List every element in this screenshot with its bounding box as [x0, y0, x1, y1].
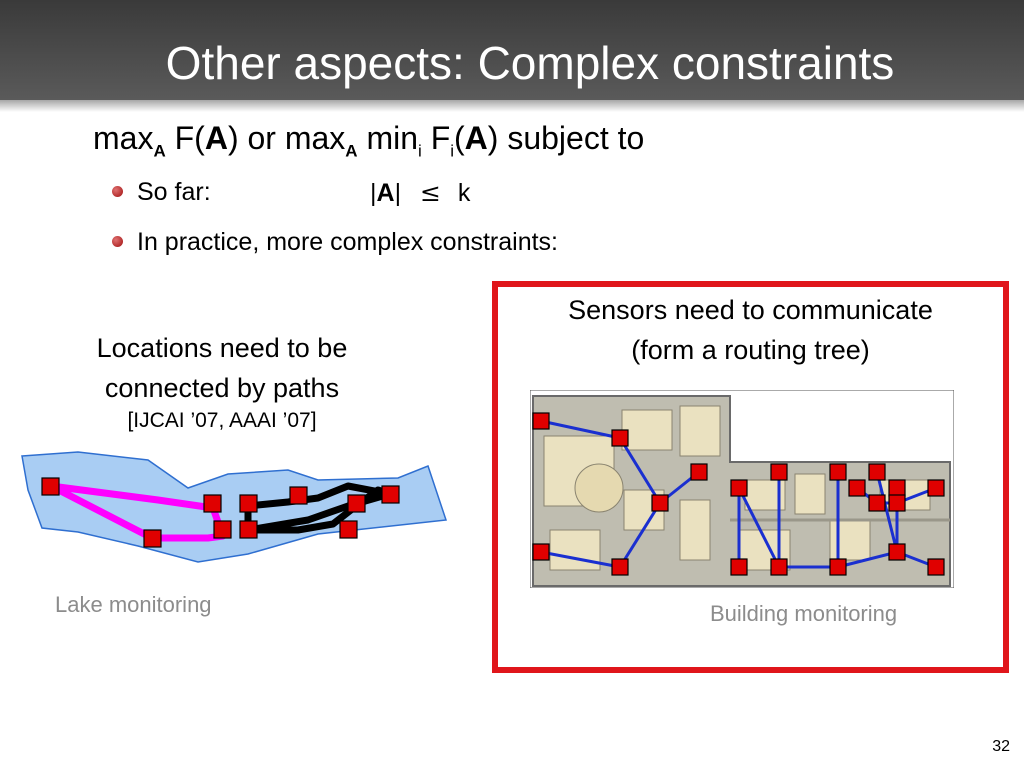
building-sensor: [730, 479, 748, 497]
building-sensor: [651, 494, 669, 512]
slide-title: Other aspects: Complex constraints: [165, 37, 895, 89]
building-sensor: [611, 429, 629, 447]
objective-formula: maxA F(A) or maxA mini Fi(A) subject to: [93, 120, 644, 161]
building-sensor: [927, 479, 945, 497]
budget-k: k: [457, 179, 471, 207]
lake-sensor: [143, 529, 162, 548]
cardinality-constraint: |A| ≤ k: [370, 178, 470, 208]
building-sensor: [532, 412, 550, 430]
building-floorplan: [530, 390, 954, 588]
bullet-in-practice-label: In practice, more complex constraints:: [137, 228, 558, 256]
set-a: A: [376, 179, 395, 207]
lake-caption-line2: connected by paths: [104, 373, 340, 403]
building-sensors: [532, 412, 945, 576]
building-sensor: [829, 558, 847, 576]
bullet-dot-icon: [112, 185, 123, 197]
building-sensor: [888, 543, 906, 561]
building-sensor: [532, 543, 550, 561]
black-path-3: [247, 482, 391, 510]
building-caption-line1: Sensors need to communicate: [568, 295, 933, 325]
lake-sensor: [347, 494, 366, 513]
lake-caption: Locations need to be connected by paths …: [52, 328, 392, 434]
lake-sensor: [239, 494, 258, 513]
formula-sub-a: A: [153, 141, 166, 161]
formula-set-a2: A: [464, 120, 488, 156]
abs-close: |: [394, 179, 402, 207]
formula-f2: F: [421, 120, 451, 156]
formula-max: max: [93, 120, 154, 156]
building-sensor: [848, 479, 866, 497]
lake-sensor: [339, 520, 358, 539]
building-sensor: [888, 494, 906, 512]
lake-caption-line1: Locations need to be: [96, 333, 348, 363]
bullet-in-practice: In practice, more complex constraints:: [112, 228, 558, 257]
page-number: 32: [992, 738, 1010, 755]
lake-label: Lake monitoring: [55, 592, 212, 617]
formula-sub-i: i: [418, 141, 422, 161]
le-symbol: ≤: [420, 178, 441, 207]
building-sensor: [690, 463, 708, 481]
formula-set-a: A: [204, 120, 228, 156]
building-sensor: [868, 494, 886, 512]
bullet-so-far-label: So far:: [137, 178, 211, 206]
building-sensor: [770, 463, 788, 481]
building-label: Building monitoring: [710, 601, 898, 626]
building-sensor: [868, 463, 886, 481]
floorplan-round-table: [574, 463, 624, 513]
black-path-2: [247, 490, 391, 534]
formula-or-max: ) or max: [227, 120, 346, 156]
formula-sub-i2: i: [450, 141, 455, 161]
formula-min: min: [357, 120, 419, 156]
building-sensor: [770, 558, 788, 576]
building-caption-line2: (form a routing tree): [631, 335, 870, 365]
formula-f-open: F(: [165, 120, 205, 156]
lake-sensor: [203, 494, 222, 513]
building-caption: Sensors need to communicate (form a rout…: [498, 290, 1003, 370]
lake-sensors: [41, 477, 400, 548]
lake-sensor: [289, 486, 308, 505]
bullet-so-far: So far:: [112, 178, 211, 207]
lake-reference: [IJCAI ’07, AAAI ’07]: [127, 409, 317, 432]
building-sensor: [829, 463, 847, 481]
bullet-dot-icon: [112, 235, 123, 247]
lake-shape: [21, 451, 448, 563]
lake-sensor: [239, 520, 258, 539]
building-sensor: [888, 479, 906, 497]
building-sensor: [927, 558, 945, 576]
abs-open: |: [370, 179, 377, 207]
building-sensor: [611, 558, 629, 576]
title-bar: [0, 0, 1024, 100]
building-sensor: [730, 558, 748, 576]
lake-sensor: [41, 477, 60, 496]
lake-sensor: [213, 520, 232, 539]
title-shadow: [0, 100, 1024, 112]
highlight-box: [492, 281, 1009, 673]
lake-sensor: [381, 485, 400, 504]
formula-paren: (: [454, 120, 465, 156]
lake-map: [21, 451, 448, 563]
formula-sub-a2: A: [345, 141, 358, 161]
formula-subject-to: ) subject to: [487, 120, 645, 156]
